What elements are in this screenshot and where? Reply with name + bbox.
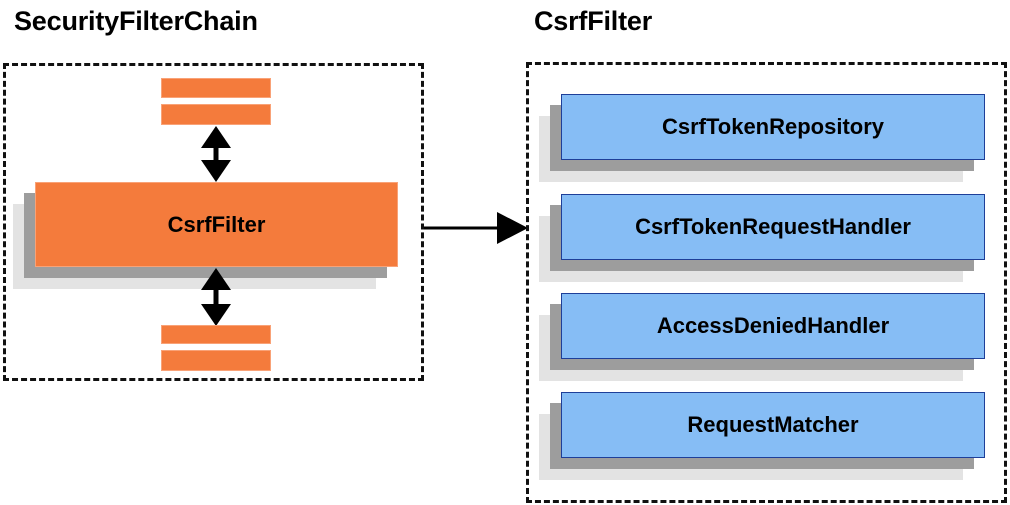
arrow-below-csrffilter [199,268,233,326]
collaborator-access-denied-handler[interactable]: AccessDeniedHandler [539,293,985,381]
csrffilter-block[interactable]: CsrfFilter [13,182,398,289]
arrow-head-down-icon [201,304,231,326]
filter-bar-above-2[interactable] [161,104,271,125]
left-panel-title: SecurityFilterChain [14,6,258,36]
arrow-shaft [213,140,219,168]
arrow-head-down-icon [201,160,231,182]
collaborator-label: CsrfTokenRequestHandler [561,194,985,260]
collaborator-label: RequestMatcher [561,392,985,458]
filter-bar-above-1[interactable] [161,78,271,98]
arrow-head-right-icon [497,212,528,244]
collaborator-request-matcher[interactable]: RequestMatcher [539,392,985,480]
security-filter-chain-panel [3,63,424,381]
connector-shaft [424,226,502,230]
csrffilter-block-label: CsrfFilter [35,182,398,267]
filter-bar-below-1[interactable] [161,325,271,344]
arrow-head-up-icon [201,126,231,148]
right-panel-title: CsrfFilter [534,6,653,36]
filter-bar-below-2[interactable] [161,350,271,371]
connector-arrow-to-csrffilter-detail [424,212,528,244]
arrow-above-csrffilter [199,126,233,182]
collaborator-label: AccessDeniedHandler [561,293,985,359]
arrow-shaft [213,282,219,312]
collaborator-csrf-token-repository[interactable]: CsrfTokenRepository [539,94,985,182]
collaborator-csrf-token-request-handler[interactable]: CsrfTokenRequestHandler [539,194,985,282]
arrow-head-up-icon [201,268,231,290]
csrffilter-detail-panel [526,62,1007,503]
collaborator-label: CsrfTokenRepository [561,94,985,160]
